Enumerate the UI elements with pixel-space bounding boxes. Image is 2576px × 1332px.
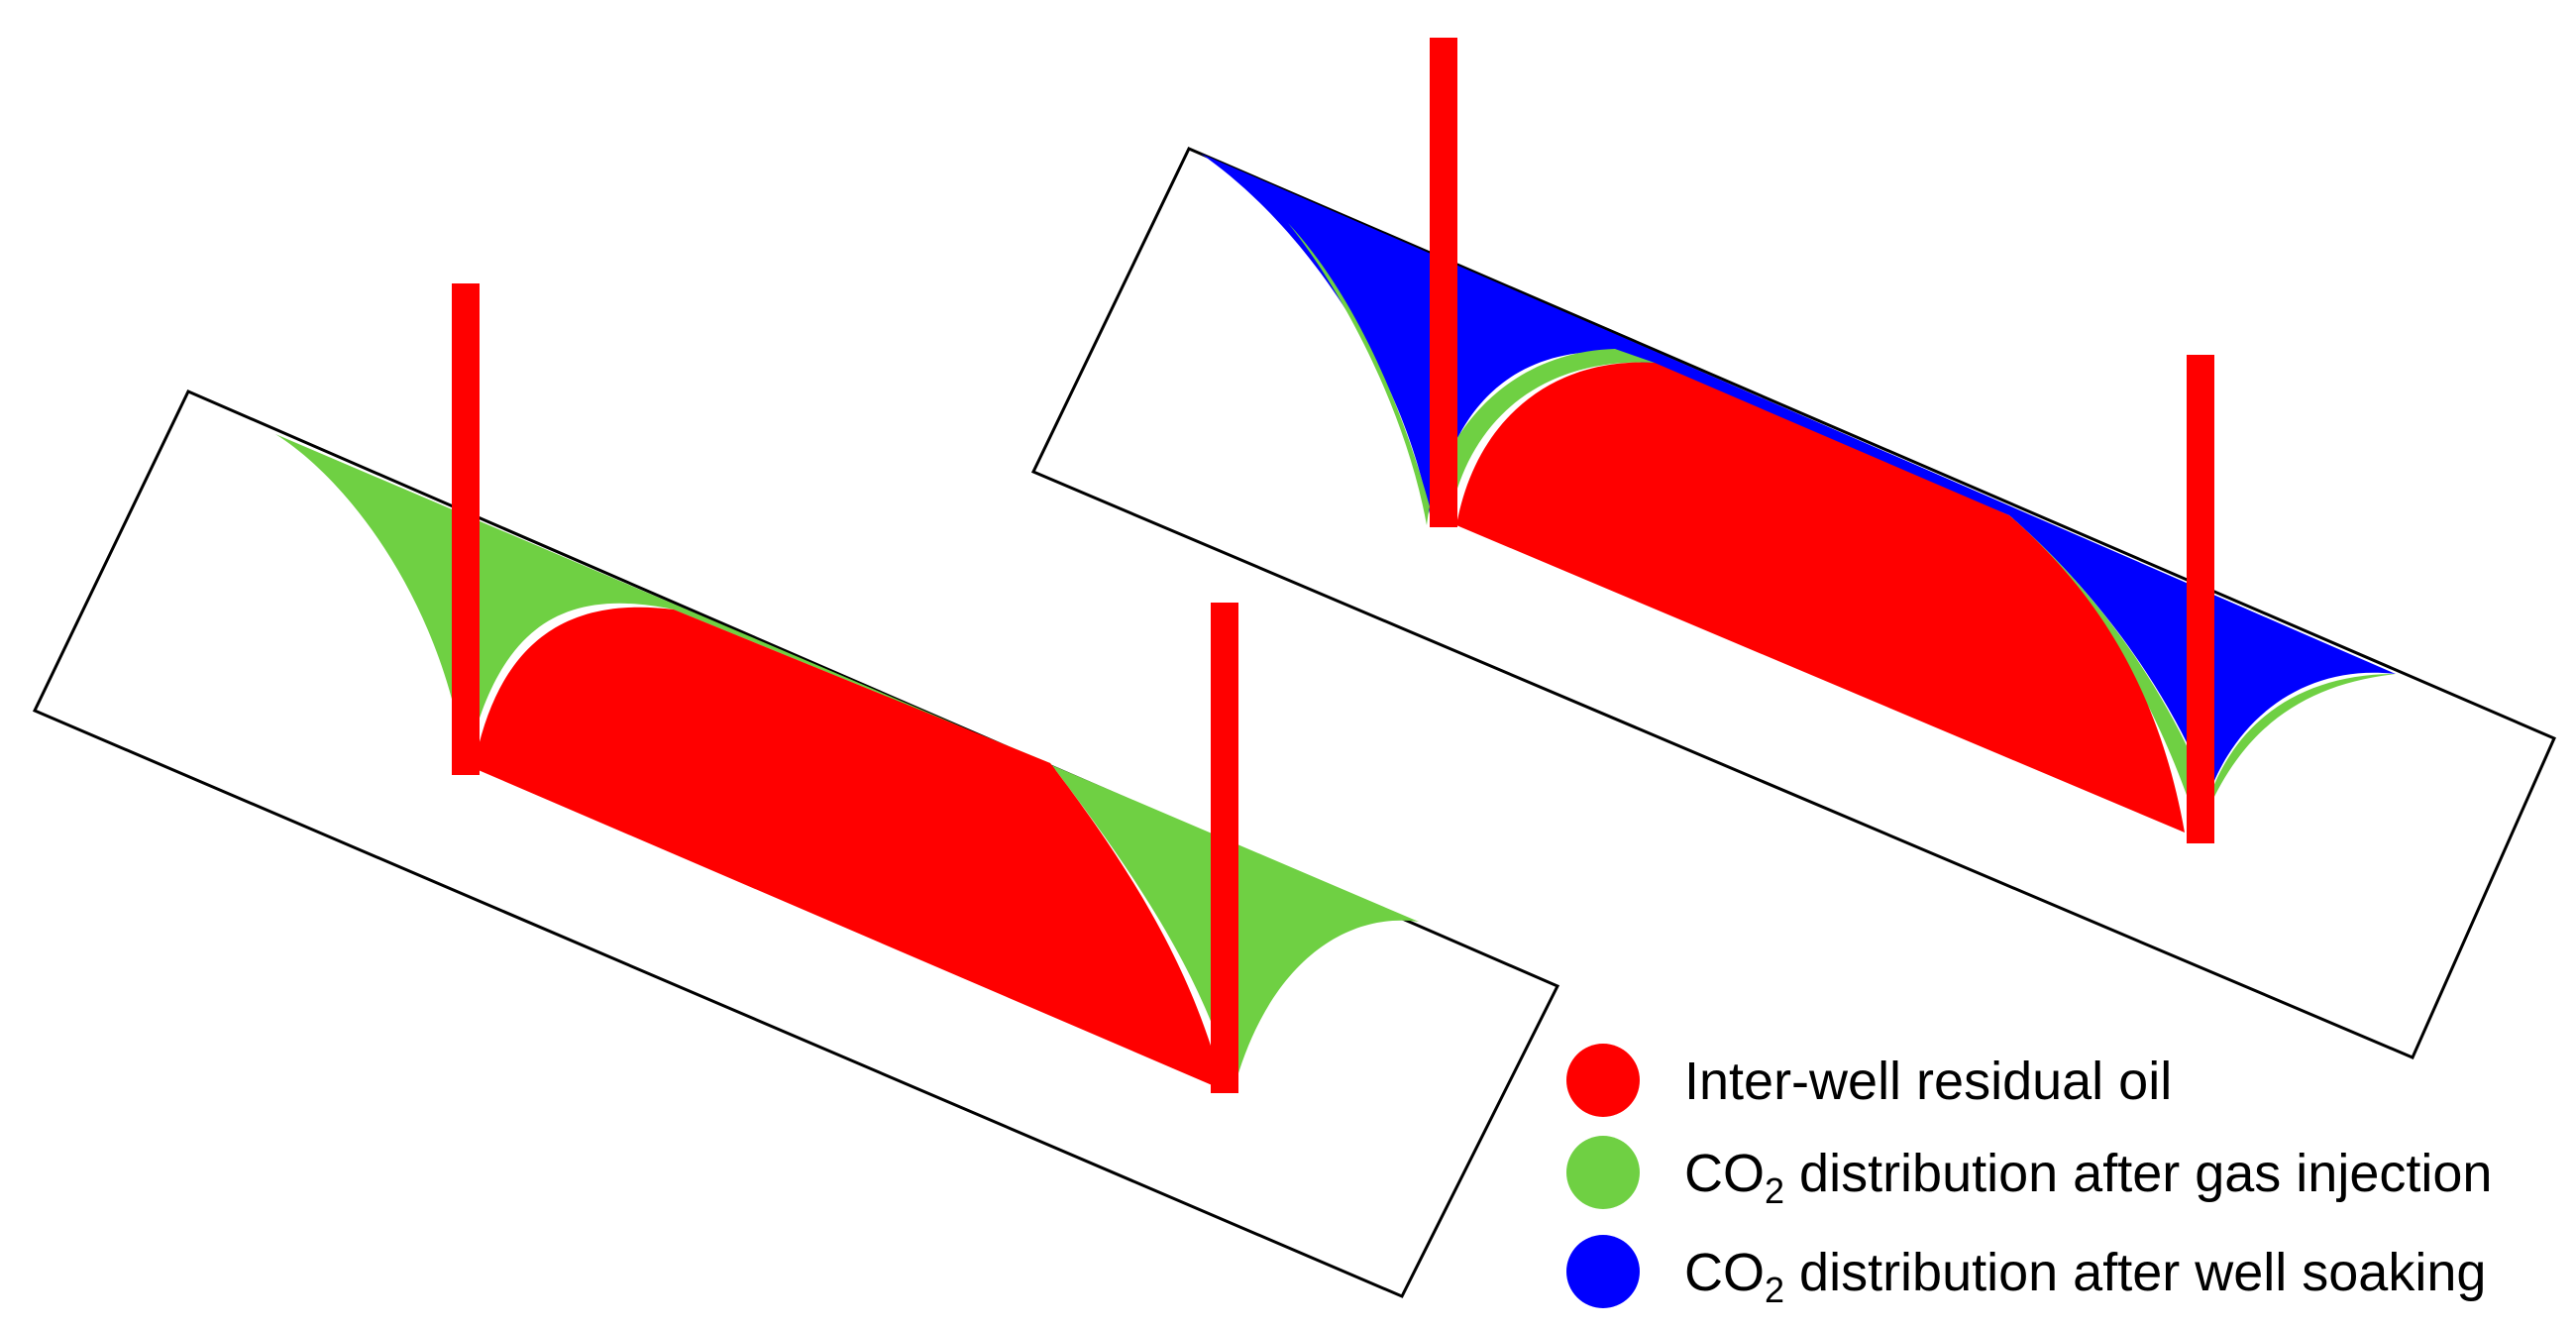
legend-label: Inter-well residual oil [1684, 1052, 2172, 1111]
legend-label: CO2 distribution after gas injection [1684, 1144, 2492, 1211]
co2-soaking-region [1201, 154, 2396, 793]
legend-swatch [1566, 1235, 1640, 1308]
legend-swatch [1566, 1044, 1640, 1117]
residual-oil-region [474, 607, 1224, 1090]
legend: Inter-well residual oil CO2 distribution… [1566, 1044, 2492, 1310]
panel-before-soaking [32, 283, 1560, 1298]
well-injector [1430, 38, 1457, 527]
panel-after-soaking [1030, 38, 2556, 1059]
legend-label: CO2 distribution after well soaking [1684, 1243, 2486, 1310]
legend-item-residual-oil: Inter-well residual oil [1566, 1044, 2172, 1117]
well-producer [2187, 355, 2214, 843]
legend-swatch [1566, 1136, 1640, 1209]
co2-injection-region [275, 434, 1419, 1090]
legend-item-co2-soaking: CO2 distribution after well soaking [1566, 1235, 2486, 1310]
well-producer [1211, 603, 1238, 1093]
legend-item-co2-injection: CO2 distribution after gas injection [1566, 1136, 2492, 1211]
residual-oil-region [1456, 362, 2185, 832]
well-injector [452, 283, 480, 775]
